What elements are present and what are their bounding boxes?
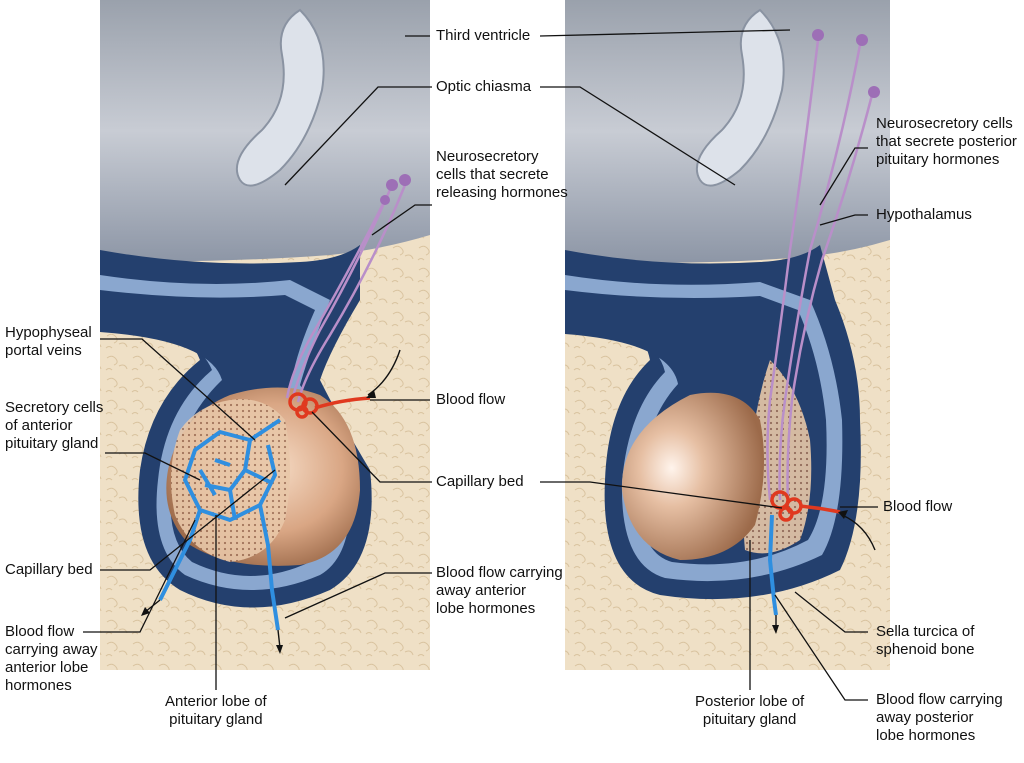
label-secretory-cells: Secretory cells of anterior pituitary gl… [5,399,104,452]
label-capillary-bed-center: Capillary bed [436,473,524,490]
label-neurosecretory-posterior: Neurosecretory cells that secrete poster… [876,115,1017,168]
right-panel [565,0,890,670]
label-blood-flow-carrying-anterior-left: Blood flow carrying away anterior lobe h… [5,623,98,694]
label-hypothalamus: Hypothalamus [876,206,972,223]
label-anterior-lobe: Anterior lobe of pituitary gland [165,693,267,728]
label-optic-chiasma: Optic chiasma [436,78,532,95]
label-blood-flow-left: Blood flow [436,391,506,408]
label-hypophyseal-portal-veins: Hypophyseal portal veins [5,324,92,359]
label-third-ventricle: Third ventricle [436,27,531,44]
left-panel [100,0,430,670]
label-blood-flow-carrying-posterior: Blood flow carrying away posterior lobe … [876,691,1003,744]
label-capillary-bed-left: Capillary bed [5,561,93,578]
label-neurosecretory-releasing: Neurosecretory cells that secrete releas… [436,148,568,201]
leader-lines [83,29,878,701]
label-posterior-lobe: Posterior lobe of pituitary gland [695,693,805,728]
label-blood-flow-carrying-anterior-center: Blood flow carrying away anterior lobe h… [436,564,563,617]
label-blood-flow-right: Blood flow [883,498,953,515]
label-sella-turcica: Sella turcica of sphenoid bone [876,623,975,658]
